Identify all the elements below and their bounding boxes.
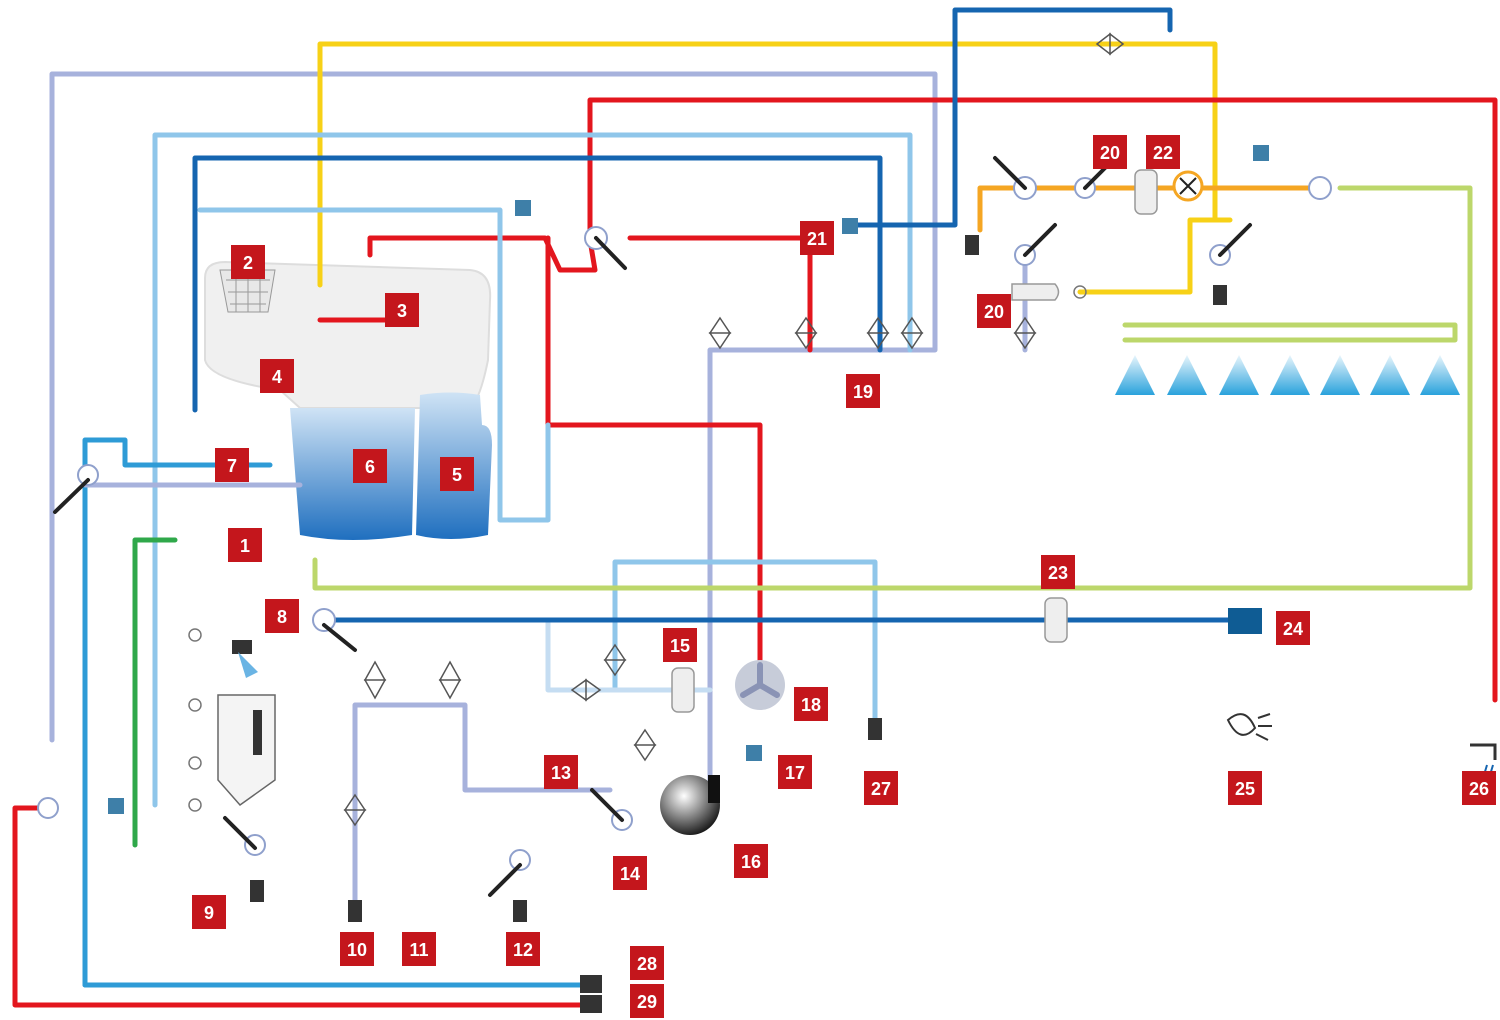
pipe-dark-blue-top [192,155,883,413]
label-21: 21 [800,221,834,255]
svg-text:21: 21 [807,229,827,249]
ball-valve-icon [343,32,1125,827]
pipe-orange [977,185,1323,233]
label-11: 11 [402,932,436,966]
label-28: 28 [630,946,664,980]
svg-text:18: 18 [801,695,821,715]
connector-icon [250,235,1227,1013]
sensor-icon [108,145,1269,814]
flow-meter-icon [1228,608,1262,634]
svg-text:10: 10 [347,940,367,960]
svg-text:12: 12 [513,940,533,960]
label-14: 14 [613,856,647,890]
label-19: 19 [846,374,880,408]
svg-text:25: 25 [1235,779,1255,799]
label-25: 25 [1228,771,1262,805]
boom-nozzles [1115,355,1460,395]
svg-text:19: 19 [853,382,873,402]
pipe-light-blue-return [197,207,551,523]
label-16: 16 [734,844,768,878]
screen-hopper [232,640,258,678]
svg-text:29: 29 [637,992,657,1012]
svg-text:26: 26 [1469,779,1489,799]
label-18: 18 [794,687,828,721]
label-2: 2 [231,245,265,279]
label-3: 3 [385,293,419,327]
label-24: 24 [1276,611,1310,645]
label-29: 29 [630,984,664,1018]
flowmeter-20b-icon [1011,283,1060,301]
pipe-lime [312,185,1473,591]
pipe-red-top [367,97,1498,703]
pipe-red-bottom [12,805,583,1008]
svg-text:9: 9 [204,903,214,923]
svg-text:11: 11 [409,940,428,960]
pipe-dark-blue-right [847,7,1173,228]
pipe-light-blue-valve [545,617,713,693]
svg-text:16: 16 [741,852,761,872]
label-17: 17 [778,755,812,789]
svg-text:1: 1 [240,536,250,556]
svg-text:7: 7 [227,456,237,476]
label-20b: 20 [977,294,1011,328]
label-5: 5 [440,457,474,491]
pipe-lavender-bottom [352,702,613,903]
label-26: 26 [1462,771,1496,805]
svg-text:17: 17 [785,763,805,783]
mixer-icon [1172,170,1204,202]
svg-text:4: 4 [272,367,282,387]
pipe-red-down [545,235,763,663]
svg-text:20: 20 [984,302,1004,322]
filter-icon [671,169,1158,713]
svg-text:27: 27 [871,779,891,799]
pipe-green [132,537,178,848]
label-20a: 20 [1093,135,1127,169]
svg-text:22: 22 [1153,143,1173,163]
svg-text:6: 6 [365,457,375,477]
label-22: 22 [1146,135,1180,169]
svg-text:2: 2 [243,253,253,273]
tap-icon [1470,743,1497,776]
svg-text:24: 24 [1283,619,1303,639]
label-27: 27 [864,771,898,805]
label-10: 10 [340,932,374,966]
label-12: 12 [506,932,540,966]
svg-text:15: 15 [670,636,690,656]
label-7: 7 [215,448,249,482]
svg-text:13: 13 [551,763,571,783]
pipe-lime-boom [1122,322,1458,343]
pipe-light-blue-top [152,132,913,808]
sprayer-device-icon [217,694,276,807]
pipe-mid-blue [82,437,273,988]
svg-text:14: 14 [620,864,640,884]
label-8: 8 [265,599,299,633]
svg-text:5: 5 [452,465,462,485]
label-15: 15 [663,628,697,662]
impeller-icon [735,660,785,710]
label-9: 9 [192,895,226,929]
valve-lever-icon [53,156,1252,897]
pipe-lavender-top [49,71,938,783]
svg-text:8: 8 [277,607,287,627]
svg-text:3: 3 [397,301,407,321]
label-4: 4 [260,359,294,393]
lamp-icon [1226,713,1272,741]
label-13: 13 [544,755,578,789]
label-1: 1 [228,528,262,562]
pipe-yellow-right [1077,217,1233,295]
pipe-red-mid [627,235,813,353]
svg-text:23: 23 [1048,563,1068,583]
label-6: 6 [353,449,387,483]
svg-text:20: 20 [1100,143,1120,163]
svg-text:28: 28 [637,954,657,974]
pipe-light-blue-loop [612,559,878,723]
check-valve-icon [188,285,1087,812]
label-23: 23 [1041,555,1075,589]
pump-icon [660,775,720,835]
pipe-yellow [317,41,1218,288]
